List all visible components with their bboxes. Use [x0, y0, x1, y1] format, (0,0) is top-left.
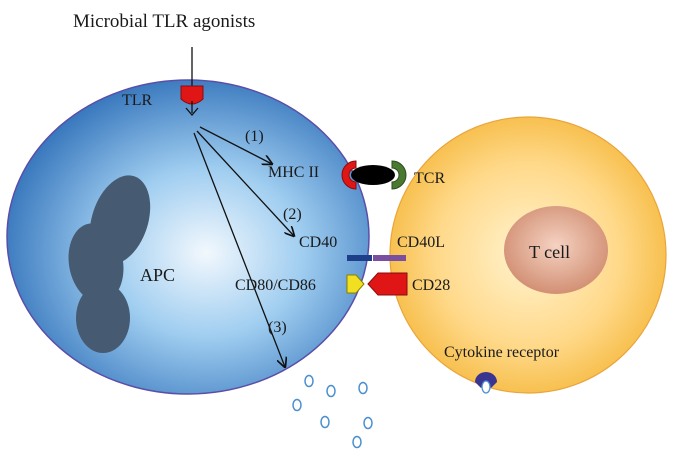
cytokine-receptor-icon	[475, 372, 497, 388]
t-cell-label: T cell	[529, 242, 570, 262]
pathway-1-label: (1)	[245, 128, 264, 145]
tcr-label: TCR	[414, 170, 445, 187]
cd28-icon	[367, 272, 408, 296]
apc-label: APC	[140, 265, 175, 285]
cd80-cd86-icon	[346, 274, 365, 294]
cd80-cd86-label: CD80/CD86	[235, 277, 316, 294]
cytokine	[304, 374, 314, 388]
mhc2-label: MHC II	[268, 164, 319, 181]
cytokine-bound	[481, 380, 491, 394]
pathway-2-arrow	[196, 130, 294, 236]
t-cell-nucleus	[504, 206, 608, 294]
mhc2-icon	[341, 160, 357, 190]
tlr-label: TLR	[122, 92, 153, 109]
cytokine-receptor-label: Cytokine receptor	[444, 344, 560, 361]
tcr-icon	[391, 160, 407, 190]
cytokine	[292, 398, 302, 412]
cd28-label: CD28	[412, 277, 450, 294]
cd40l-label: CD40L	[397, 234, 445, 251]
diagram-title: Microbial TLR agonists	[73, 11, 255, 32]
cd40-icon	[347, 255, 372, 261]
pathway-3-arrow	[193, 132, 285, 367]
cytokine	[352, 435, 362, 449]
tlr-down-arrowhead	[185, 107, 199, 116]
cd40-label: CD40	[299, 234, 337, 251]
t-cell: T cell	[389, 116, 667, 394]
cytokine	[320, 415, 330, 429]
cytokine	[363, 416, 373, 430]
cytokine-molecules	[292, 374, 373, 449]
tlr-receptor-icon	[180, 85, 204, 105]
cd40l-icon	[373, 255, 406, 261]
apc-nucleus	[68, 175, 151, 353]
peptide-antigen	[351, 165, 395, 185]
pathway-2-label: (2)	[283, 206, 302, 223]
apc-cell: APC	[6, 79, 370, 395]
pathway-1-arrow	[199, 126, 272, 164]
pathway-3-label: (3)	[268, 319, 287, 336]
cytokine	[358, 381, 368, 395]
cytokine	[326, 384, 336, 398]
